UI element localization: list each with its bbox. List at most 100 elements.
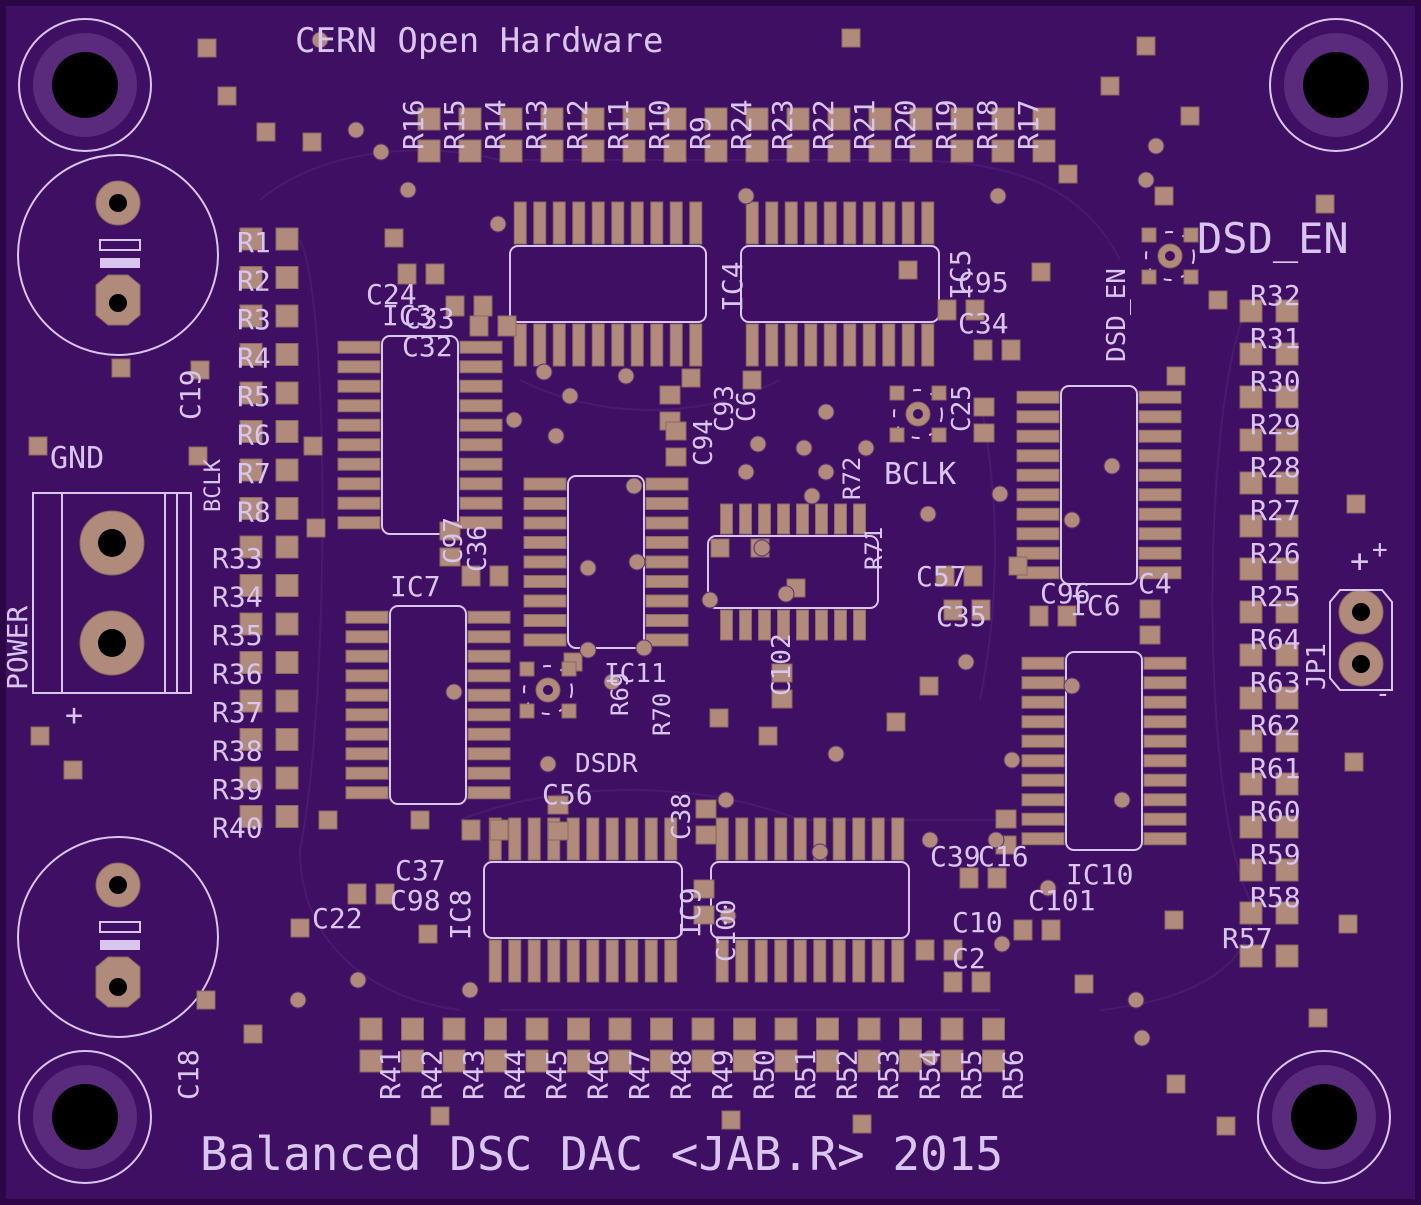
ic-body [509, 245, 707, 323]
pad [982, 1017, 1005, 1041]
round-via [857, 439, 875, 457]
test-via [197, 38, 217, 58]
component-label: C19 [174, 369, 207, 420]
ic-pin [459, 418, 503, 432]
trace-layer [259, 149, 1253, 1011]
component-label: C97 [439, 517, 469, 564]
test-via [111, 358, 131, 378]
component-label: C10 [952, 906, 1003, 939]
component-label: C18 [172, 1049, 205, 1100]
round-via [1113, 791, 1131, 809]
component-label: R44 [499, 1049, 532, 1100]
ic-pin [459, 340, 503, 354]
round-via [737, 187, 755, 205]
component-label: R10 [643, 99, 676, 150]
test-via [430, 1106, 450, 1126]
pad [239, 381, 263, 405]
pad [484, 1017, 507, 1041]
ic-pin [852, 939, 866, 983]
testpoint-ring [893, 389, 943, 439]
test-via [243, 1024, 263, 1044]
ic-pin [774, 817, 788, 861]
testpoint-corner [889, 427, 905, 443]
component-label: R41 [374, 1049, 407, 1100]
round-via [347, 121, 365, 139]
resistor-r40 [239, 805, 299, 828]
ic-ic11b [707, 503, 879, 641]
component-label: R31 [1250, 322, 1301, 355]
ic-pin [467, 630, 511, 644]
pad [275, 304, 299, 328]
component-label: R17 [1012, 99, 1045, 150]
ic-pin [337, 418, 381, 432]
capacitor-pad-pair [943, 971, 991, 993]
ic-body [389, 605, 467, 805]
pad [987, 867, 1007, 889]
ic-ic6 [1016, 385, 1182, 585]
pad [965, 299, 985, 321]
ic-pin [758, 503, 771, 535]
pad [659, 385, 681, 405]
round-via [349, 971, 367, 989]
component-label: C16 [978, 840, 1029, 873]
component-label: C22 [312, 902, 363, 935]
pad [1239, 557, 1263, 581]
round-via [717, 791, 735, 809]
pad [275, 574, 299, 597]
test-via [196, 990, 216, 1010]
ic-pin [459, 360, 503, 374]
test-via [28, 436, 48, 456]
round-via [1103, 457, 1121, 475]
pad [1275, 299, 1299, 323]
pad [275, 612, 299, 636]
pad [1139, 599, 1161, 619]
round-via [579, 559, 597, 577]
ic-pin [345, 766, 389, 780]
component-label: R26 [1250, 537, 1301, 570]
ic-pin [459, 496, 503, 510]
component-label: R70 [648, 693, 676, 736]
component-label: C56 [542, 778, 593, 811]
ic-layer [337, 201, 1187, 983]
pad [499, 107, 523, 131]
resistor-r21 [868, 107, 892, 163]
component-label: R20 [889, 99, 922, 150]
pad [567, 1049, 590, 1073]
component-label: R25 [1250, 580, 1301, 613]
resistor-r32 [1239, 299, 1299, 323]
ic-pin [832, 817, 846, 861]
component-label: IC4 [716, 261, 749, 312]
dsd-en-label: DSD_EN [1197, 214, 1349, 263]
ic-pin [552, 323, 566, 367]
ic-pin [459, 438, 503, 452]
component-label: R23 [766, 99, 799, 150]
component-label: R28 [1250, 451, 1301, 484]
component-label: R50 [748, 1049, 781, 1100]
test-via [302, 132, 322, 152]
pad [525, 1017, 549, 1041]
pad [915, 939, 935, 961]
footer-text: Balanced DSC DAC <JAB.R> 2015 [200, 1127, 1003, 1181]
resistor-r61 [1239, 772, 1299, 796]
test-via [1136, 36, 1156, 56]
pad [525, 1049, 549, 1073]
pad [581, 107, 605, 131]
component-label: R12 [561, 99, 594, 150]
resistor-r42 [401, 1017, 424, 1073]
ic-pin [644, 939, 658, 983]
component-label: C98 [390, 884, 441, 917]
resistor-r3 [239, 304, 299, 328]
dsd-en-vertical-label: DSD_EN [1102, 268, 1132, 362]
pad [971, 599, 991, 621]
pad [1275, 686, 1299, 710]
ic-pin [882, 323, 896, 367]
ic-body [483, 861, 683, 939]
pad [239, 343, 263, 366]
ic-pin [644, 817, 658, 861]
ic-pin [1143, 676, 1187, 690]
pad-layer [239, 107, 1299, 1073]
ic-pin [1016, 468, 1060, 482]
pad [275, 535, 299, 559]
component-label: R45 [540, 1049, 573, 1100]
